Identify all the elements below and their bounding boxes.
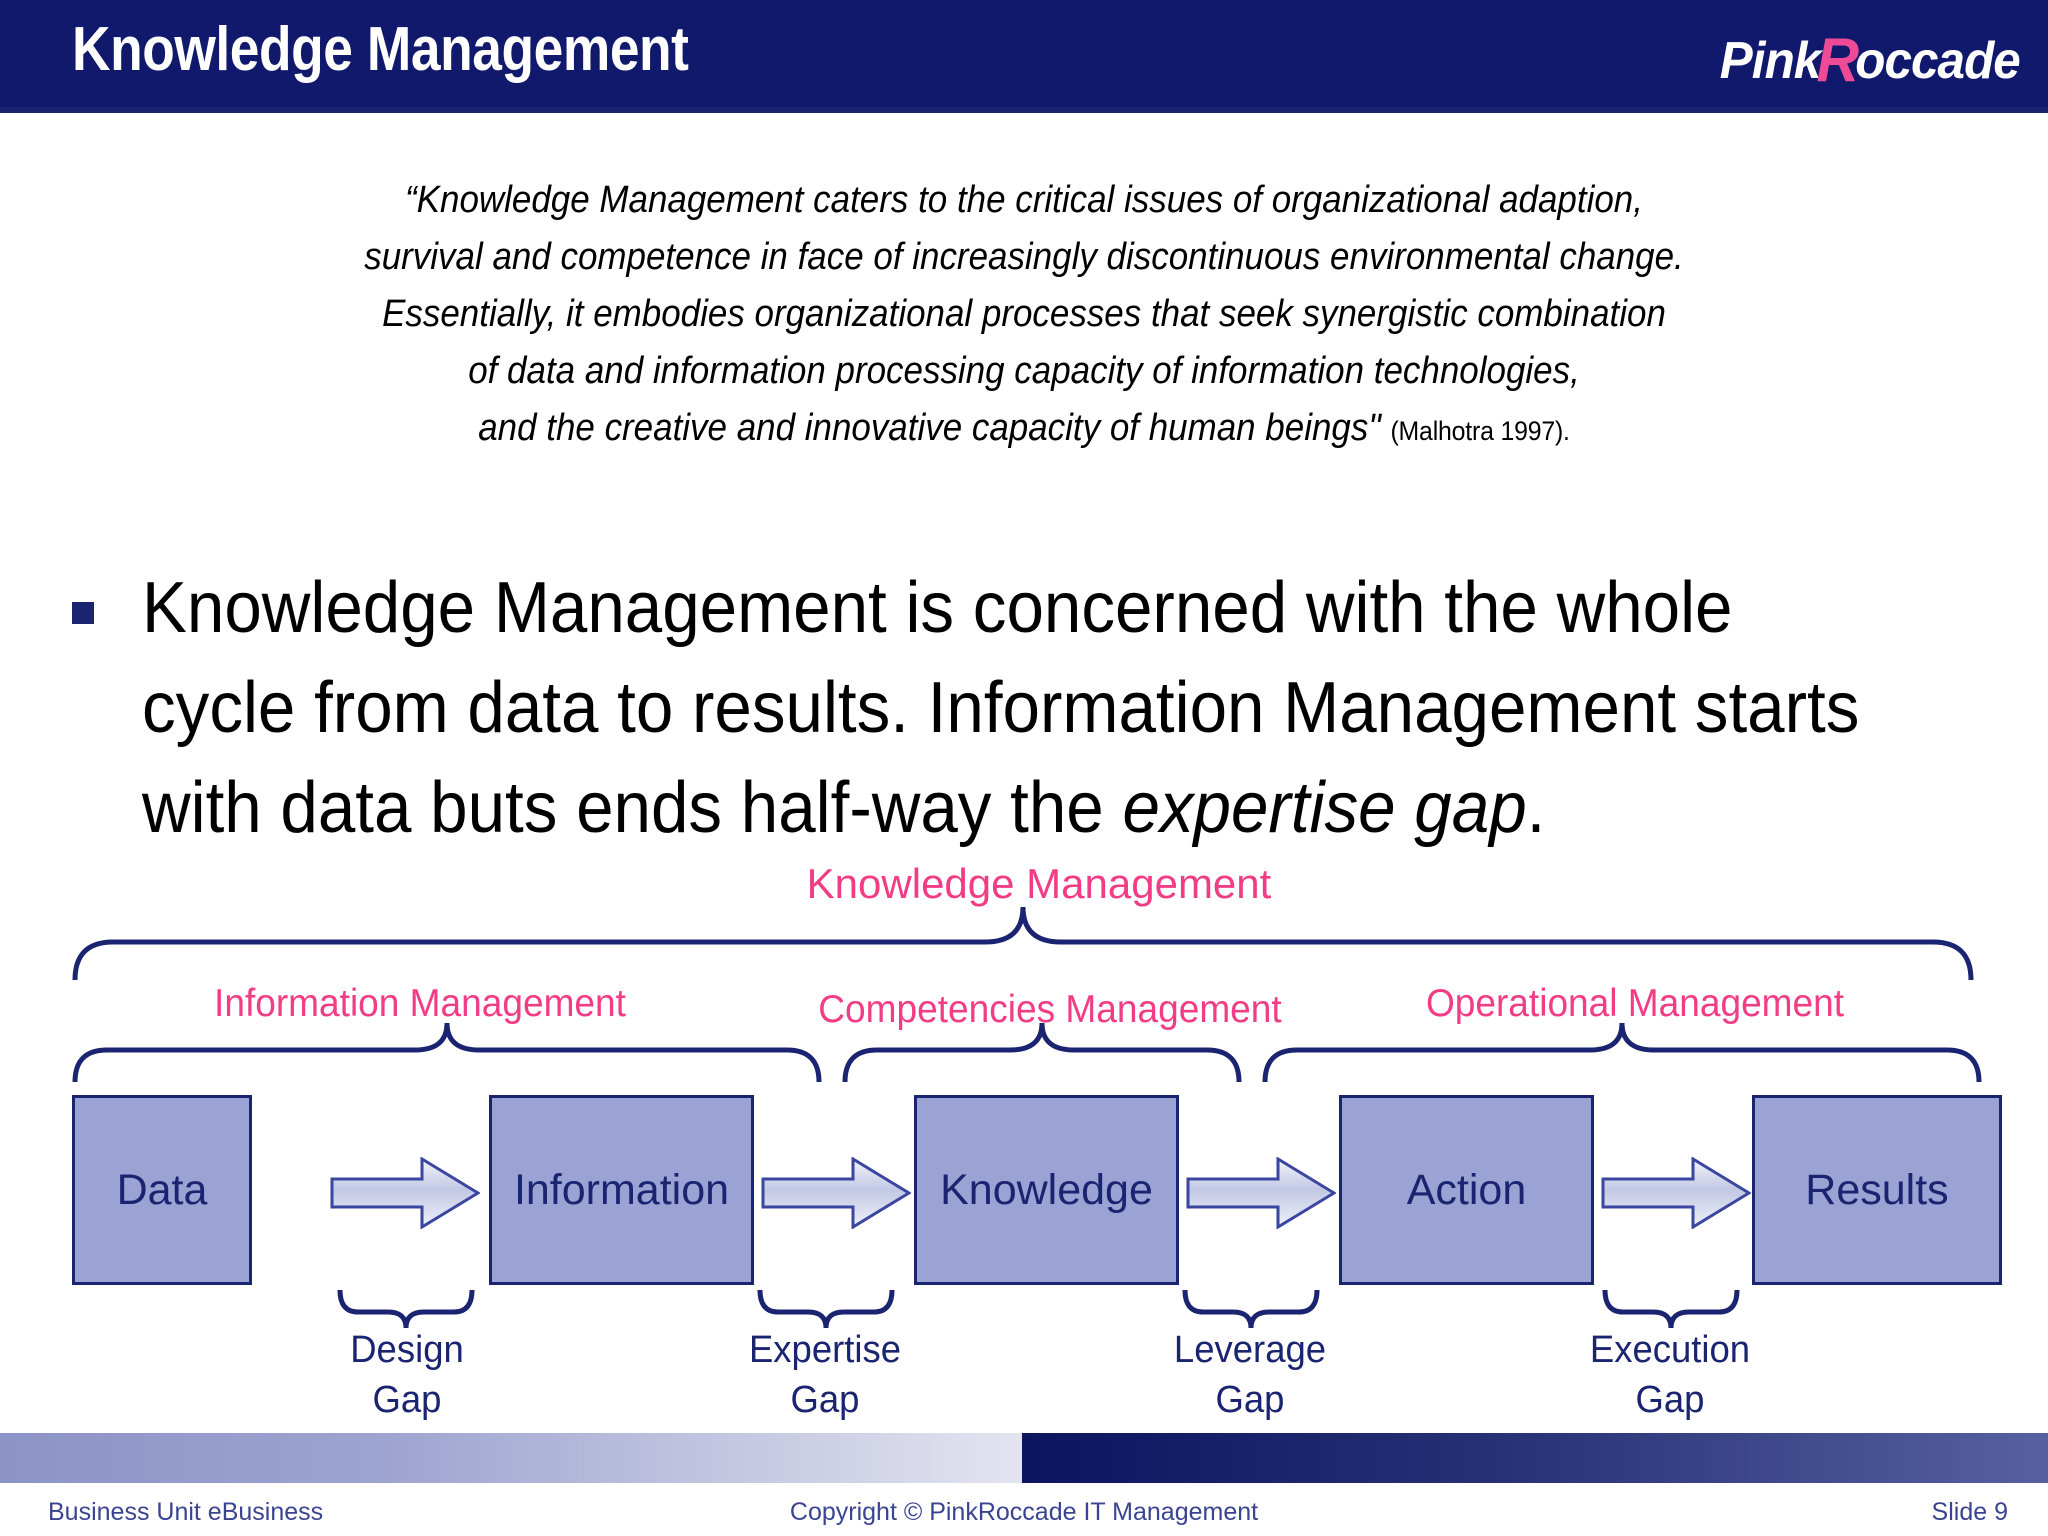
diagram-top-label-text: Knowledge Management	[806, 860, 1272, 907]
bullet-square-icon	[72, 602, 94, 624]
footer-bar-left	[0, 1433, 1022, 1483]
quote-citation: (Malhotra 1997).	[1390, 416, 1570, 446]
gap-label-design-line2: Gap	[372, 1379, 442, 1421]
brace-execution-gap	[1602, 1289, 1740, 1329]
gap-label-leverage-line2: Gap	[1215, 1379, 1285, 1421]
footer-bar-right	[1022, 1433, 2048, 1483]
brace-information-management	[72, 1022, 822, 1083]
arrow-data-to-information	[330, 1157, 480, 1229]
brace-leverage-gap	[1182, 1289, 1320, 1329]
diagram-top-label: Knowledge Management	[0, 860, 2048, 908]
gap-label-leverage: Leverage Gap	[1106, 1325, 1394, 1425]
gap-label-expertise-line1: Expertise	[748, 1329, 902, 1371]
bullet-text-emphasis: expertise gap	[1122, 768, 1527, 848]
quote-block: “Knowledge Management caters to the crit…	[238, 172, 1809, 460]
bullet-text-part1: Knowledge Management is concerned with t…	[142, 568, 1860, 848]
pinkroccade-logo: PinkRoccade	[1719, 22, 2021, 95]
logo-text-suffix: occade	[1855, 32, 2021, 90]
slide-header: Knowledge Management PinkRoccade	[0, 0, 2048, 113]
bullet-text: Knowledge Management is concerned with t…	[142, 558, 1881, 858]
footer-slide-number: Slide 9	[1931, 1498, 2008, 1526]
arrow-knowledge-to-action	[1186, 1157, 1336, 1229]
process-box-information: Information	[489, 1095, 754, 1285]
gap-label-execution-line2: Gap	[1635, 1379, 1705, 1421]
gap-label-expertise: Expertise Gap	[681, 1325, 969, 1425]
logo-accent-r: R	[1816, 26, 1860, 95]
gap-label-leverage-line1: Leverage	[1173, 1329, 1327, 1371]
header-accent-line	[0, 107, 2048, 113]
diagram-label-information-management: Information Management	[214, 982, 626, 1025]
gap-label-expertise-line2: Gap	[790, 1379, 860, 1421]
diagram-label-operational-management: Operational Management	[1425, 982, 1845, 1025]
arrow-action-to-results	[1601, 1157, 1751, 1229]
process-box-knowledge: Knowledge	[914, 1095, 1179, 1285]
arrow-information-to-knowledge	[761, 1157, 911, 1229]
gap-label-execution-line1: Execution	[1589, 1329, 1751, 1371]
quote-line-1: “Knowledge Management caters to the crit…	[405, 179, 1643, 221]
process-box-results: Results	[1752, 1095, 2002, 1285]
page-title: Knowledge Management	[72, 15, 689, 84]
knowledge-cycle-diagram: Knowledge Management Information Managem…	[0, 860, 2048, 1421]
gap-label-design: Design Gap	[263, 1325, 551, 1425]
gap-label-design-line1: Design	[350, 1329, 464, 1371]
quote-line-3: Essentially, it embodies organizational …	[382, 293, 1666, 335]
logo-text-prefix: Pink	[1719, 32, 1821, 90]
brace-design-gap	[337, 1289, 475, 1329]
quote-line-5-text: and the creative and innovative capacity…	[478, 407, 1381, 449]
process-box-data: Data	[72, 1095, 252, 1285]
footer-business-unit: Business Unit eBusiness	[48, 1498, 324, 1526]
bullet-row: Knowledge Management is concerned with t…	[72, 558, 2002, 858]
brace-operational-management	[1262, 1022, 1982, 1083]
brace-expertise-gap	[757, 1289, 895, 1329]
diagram-label-competencies-management: Competencies Management	[818, 988, 1282, 1031]
footer-copyright: Copyright © PinkRoccade IT Management	[789, 1498, 1259, 1526]
process-box-action: Action	[1339, 1095, 1594, 1285]
gap-label-execution: Execution Gap	[1526, 1325, 1814, 1425]
bullet-text-part2: .	[1526, 768, 1546, 848]
quote-line-5: and the creative and innovative capacity…	[238, 400, 1809, 460]
quote-line-2: survival and competence in face of incre…	[364, 236, 1684, 278]
brace-knowledge-management	[72, 906, 1974, 981]
footer-gradient-bar	[0, 1433, 2048, 1483]
quote-line-4: of data and information processing capac…	[468, 350, 1580, 392]
